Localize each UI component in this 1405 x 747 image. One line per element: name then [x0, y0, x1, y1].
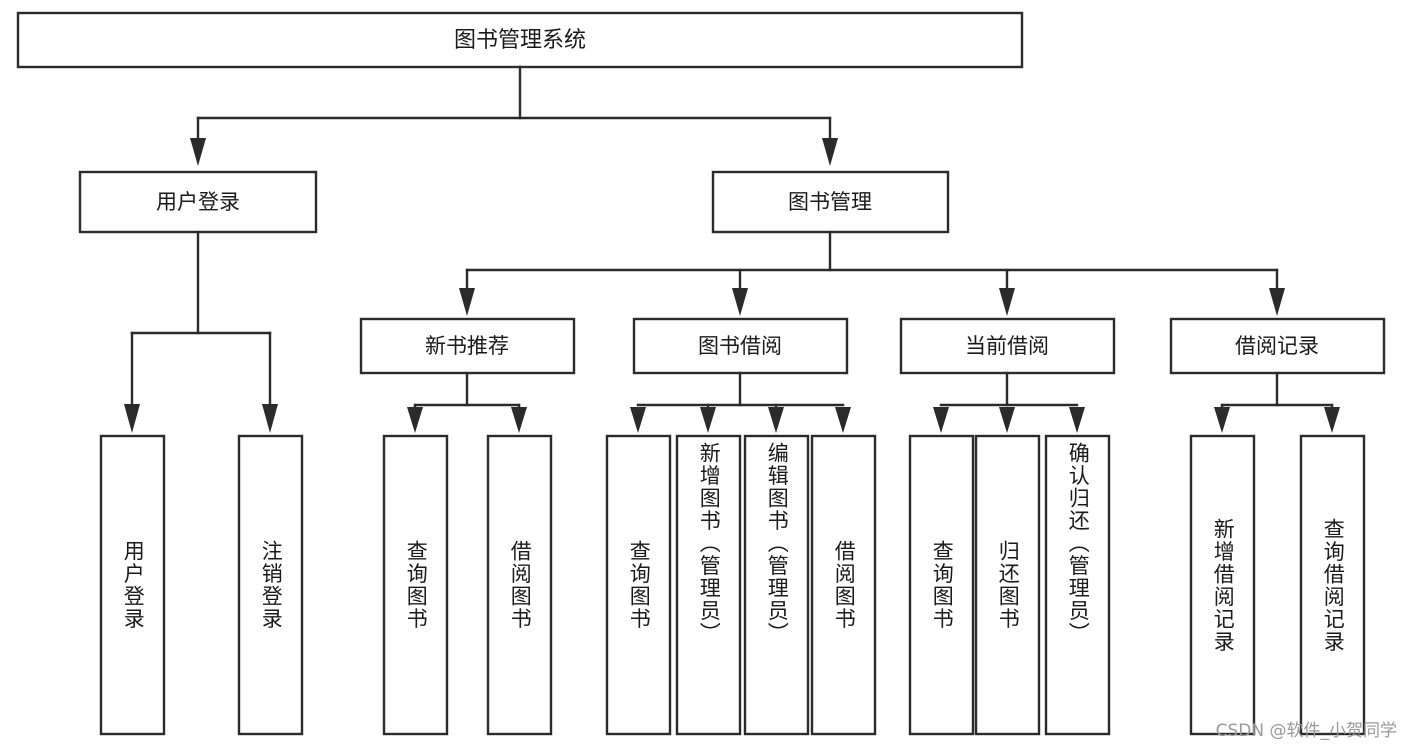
- leaf-box-add-record[interactable]: [1189, 434, 1256, 736]
- book-borrow-label: 图书借阅: [698, 334, 782, 358]
- borrow-record-label: 借阅记录: [1235, 334, 1319, 358]
- leaf-box-edit-book[interactable]: [743, 434, 810, 736]
- arrowhead-leaf-borrow-book-1: [511, 407, 527, 433]
- leaf-box-confirm-return[interactable]: [1044, 434, 1111, 736]
- arrowhead-to-book-borrow: [732, 288, 748, 316]
- leaf-box-query-book-3[interactable]: [908, 434, 975, 736]
- leaf-box-query-book-1[interactable]: [382, 434, 449, 736]
- arrowhead-leaf-logout-login: [262, 404, 278, 433]
- leaf-box-add-book[interactable]: [675, 434, 742, 736]
- arrowhead-leaf-query-book-1: [407, 407, 423, 433]
- new-book-recommend-label: 新书推荐: [425, 334, 509, 358]
- node-root[interactable]: 图书管理系统: [16, 11, 1024, 69]
- arrowhead-to-bookmgmt: [822, 138, 838, 166]
- user-login-label: 用户登录: [156, 190, 240, 214]
- node-book-borrow[interactable]: 图书借阅: [632, 317, 849, 375]
- new-book-recommend-box[interactable]: [359, 317, 576, 375]
- leaf-box-return-book[interactable]: [974, 434, 1041, 736]
- arrowhead-leaf-confirm-return: [1069, 407, 1085, 433]
- arrowhead-to-borrow-record: [1269, 288, 1285, 316]
- arrowhead-to-new-book-recommend: [459, 288, 475, 316]
- arrowhead-leaf-edit-book: [768, 407, 784, 433]
- node-user-login[interactable]: 用户登录: [78, 170, 318, 234]
- arrowhead-to-userlogin: [190, 138, 206, 166]
- borrow-record-box[interactable]: [1169, 317, 1386, 375]
- current-borrow-label: 当前借阅: [965, 334, 1049, 358]
- arrowhead-leaf-return-book: [999, 407, 1015, 433]
- node-new-book-recommend[interactable]: 新书推荐: [359, 317, 576, 375]
- arrowhead-leaf-add-record: [1214, 407, 1230, 433]
- arrowhead-leaf-borrow-book-2: [835, 407, 851, 433]
- book-borrow-box[interactable]: [632, 317, 849, 375]
- arrowhead-leaf-query-book-2: [630, 407, 646, 433]
- book-management-label: 图书管理: [788, 190, 872, 214]
- arrowhead-leaf-query-record: [1324, 407, 1340, 433]
- leaf-box-query-record[interactable]: [1299, 434, 1366, 736]
- arrowhead-leaf-query-book-3: [933, 407, 949, 433]
- book-management-box[interactable]: [711, 170, 950, 234]
- current-borrow-box[interactable]: [899, 317, 1116, 375]
- node-book-management[interactable]: 图书管理: [711, 170, 950, 234]
- root-label: 图书管理系统: [454, 28, 586, 53]
- arrowhead-leaf-user-login: [124, 404, 140, 433]
- root-box[interactable]: [16, 11, 1024, 69]
- leaf-box-borrow-book-2[interactable]: [810, 434, 877, 736]
- node-current-borrow[interactable]: 当前借阅: [899, 317, 1116, 375]
- arrowhead-leaf-add-book: [700, 407, 716, 433]
- leaf-box-borrow-book-1[interactable]: [486, 434, 553, 736]
- leaf-box-logout-login[interactable]: [237, 434, 304, 736]
- leaf-box-query-book-2[interactable]: [605, 434, 672, 736]
- arrowhead-to-current-borrow: [999, 288, 1015, 316]
- node-borrow-record[interactable]: 借阅记录: [1169, 317, 1386, 375]
- leaf-box-user-login[interactable]: [99, 434, 166, 736]
